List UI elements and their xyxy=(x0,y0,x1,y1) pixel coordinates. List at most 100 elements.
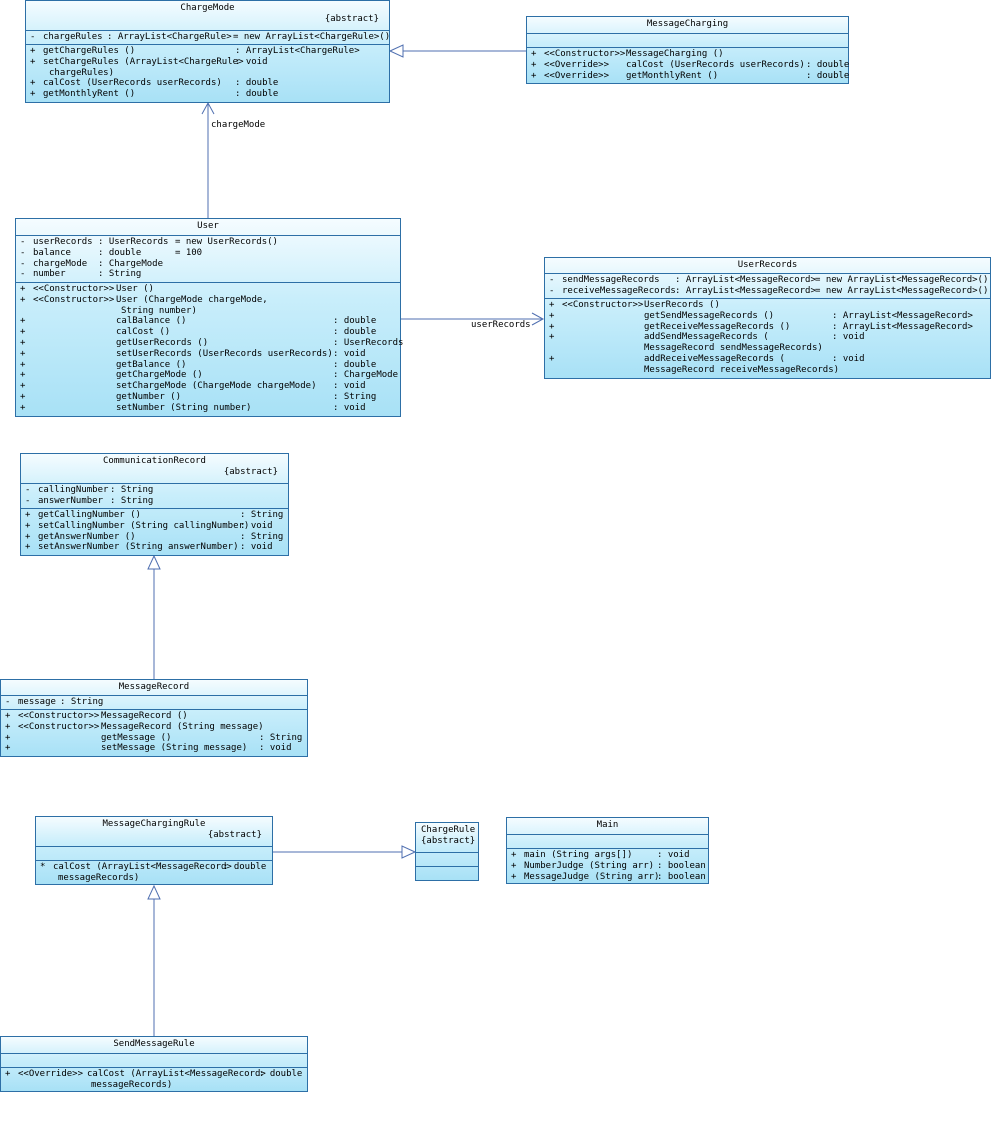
attributes-compartment xyxy=(507,834,708,848)
operation-row-continuation: MessageRecord receiveMessageRecords) xyxy=(644,364,840,375)
attributes-compartment xyxy=(1,1053,307,1067)
operation-row-continuation: MessageRecord sendMessageRecords) xyxy=(644,343,823,354)
class-communicationrecord[interactable]: CommunicationRecord {abstract} - calling… xyxy=(20,453,289,556)
class-chargerule[interactable]: ChargeRule {abstract} xyxy=(415,822,479,881)
class-name: MessageChargingRule xyxy=(102,819,206,829)
attribute-row: - chargeRules : ArrayList<ChargeRule> = … xyxy=(30,32,391,42)
class-messagechargingrule[interactable]: MessageChargingRule {abstract} * calCost… xyxy=(35,816,273,885)
operation-row: + getMonthlyRent () : double xyxy=(30,89,279,100)
operation-row: + getChargeRules () : ArrayList<ChargeRu… xyxy=(30,46,360,56)
operation-row: + <<Override>> calCost (ArrayList<Messag… xyxy=(5,1069,303,1079)
operation-row: + <<Constructor>> MessageRecord (String … xyxy=(5,721,264,732)
class-chargemode[interactable]: ChargeMode {abstract} - chargeRules : Ar… xyxy=(25,0,390,103)
attribute-row: - balance : double = 100 xyxy=(20,247,203,258)
operation-row: + getCallingNumber () : String xyxy=(25,510,284,520)
operation-row: + addReceiveMessageRecords ( : void xyxy=(549,353,865,364)
operation-row-continuation: messageRecords) xyxy=(91,1079,173,1090)
class-messagerecord[interactable]: MessageRecord - message : String + <<Con… xyxy=(0,679,308,757)
class-name: MessageRecord xyxy=(118,682,190,692)
association-arrowhead xyxy=(201,101,215,115)
operation-row: + setCallingNumber (String callingNumber… xyxy=(25,520,273,531)
class-name: ChargeRule xyxy=(421,825,476,835)
operation-row: + addSendMessageRecords ( : void xyxy=(549,332,865,343)
operations-compartment: + getChargeRules () : ArrayList<ChargeRu… xyxy=(26,44,389,101)
operation-row: + setUserRecords (UserRecords userRecord… xyxy=(20,348,366,359)
attribute-row: - receiveMessageRecords : ArrayList<Mess… xyxy=(549,285,989,296)
class-main[interactable]: Main + main (String args[]) : void + Num… xyxy=(506,817,709,884)
attributes-compartment: - userRecords : UserRecords = new UserRe… xyxy=(16,235,400,282)
operation-row: + MessageJudge (String arr) : boolean xyxy=(511,871,706,882)
role-label-chargemode: chargeMode xyxy=(211,120,266,130)
attribute-row: - callingNumber : String xyxy=(25,485,154,495)
operation-row: + <<Constructor>> MessageRecord () xyxy=(5,711,188,721)
operation-row: + setNumber (String number) : void xyxy=(20,402,366,413)
class-sendmessagerule[interactable]: SendMessageRule + <<Override>> calCost (… xyxy=(0,1036,308,1092)
attribute-row: - userRecords : UserRecords = new UserRe… xyxy=(20,237,278,247)
operation-row: + <<Constructor>> User () xyxy=(20,284,154,294)
operations-compartment: + main (String args[]) : void + NumberJu… xyxy=(507,848,708,883)
operation-row: + setChargeMode (ChargeMode chargeMode) … xyxy=(20,381,366,392)
operation-row: + <<Override>> calCost (UserRecords user… xyxy=(531,59,850,70)
class-name: User xyxy=(197,221,219,231)
class-name: SendMessageRule xyxy=(113,1039,195,1049)
generalization-arrowhead xyxy=(147,884,161,900)
operation-row-continuation: messageRecords) xyxy=(58,872,140,883)
operations-compartment: + <<Constructor>> MessageRecord () + <<C… xyxy=(1,709,307,755)
operation-row: + getUserRecords () : UserRecords xyxy=(20,337,404,348)
operation-row: + setMessage (String message) : void xyxy=(5,743,292,754)
class-stereotype: {abstract} xyxy=(207,829,262,840)
generalization-arrowhead xyxy=(147,554,161,570)
attributes-compartment: - callingNumber : String - answerNumber … xyxy=(21,483,288,508)
operation-row: + getAnswerNumber () : String xyxy=(25,531,284,542)
operation-row-continuation: chargeRules) xyxy=(49,67,115,78)
class-name: CommunicationRecord xyxy=(103,456,206,466)
class-stereotype: {abstract} xyxy=(223,466,278,477)
association-arrowhead xyxy=(531,312,545,326)
operations-compartment: + <<Override>> calCost (ArrayList<Messag… xyxy=(1,1067,307,1092)
attribute-row: - answerNumber : String xyxy=(25,495,154,506)
operation-row: + <<Constructor>> User (ChargeMode charg… xyxy=(20,294,268,305)
operation-row: + <<Override>> getMonthlyRent () : doubl… xyxy=(531,70,850,81)
operation-row: * calCost (ArrayList<MessageRecord> : do… xyxy=(40,862,267,872)
operation-row: + calCost (UserRecords userRecords) : do… xyxy=(30,78,279,89)
operation-row: + getNumber () : String xyxy=(20,391,377,402)
attribute-row: - chargeMode : ChargeMode xyxy=(20,258,164,269)
class-stereotype: {abstract} xyxy=(421,835,476,846)
generalization-arrowhead xyxy=(401,845,417,859)
class-user[interactable]: User - userRecords : UserRecords = new U… xyxy=(15,218,404,417)
operation-row: + getSendMessageRecords () : ArrayList<M… xyxy=(549,310,973,321)
operation-row: + NumberJudge (String arr) : boolean xyxy=(511,860,706,871)
operations-compartment xyxy=(416,866,478,880)
operations-compartment: + getCallingNumber () : String + setCall… xyxy=(21,508,288,554)
attribute-row: - number : String xyxy=(20,269,142,280)
generalization-arrowhead xyxy=(388,44,404,58)
operation-row: + main (String args[]) : void xyxy=(511,850,690,860)
operation-row: + calCost () : double xyxy=(20,327,377,338)
class-messagecharging[interactable]: MessageCharging + <<Constructor>> Messag… xyxy=(526,16,849,84)
operations-compartment: * calCost (ArrayList<MessageRecord> : do… xyxy=(36,860,272,885)
class-userrecords[interactable]: UserRecords - sendMessageRecords : Array… xyxy=(544,257,991,379)
attributes-compartment xyxy=(416,852,478,866)
operation-row: + getBalance () : double xyxy=(20,359,377,370)
operations-compartment: + <<Constructor>> User () + <<Constructo… xyxy=(16,282,404,415)
attribute-row: - sendMessageRecords : ArrayList<Message… xyxy=(549,275,989,285)
attributes-compartment xyxy=(527,33,848,47)
operation-row: + setAnswerNumber (String answerNumber) … xyxy=(25,542,273,553)
class-name: ChargeMode xyxy=(180,3,235,13)
operations-compartment: + <<Constructor>> UserRecords () + getSe… xyxy=(545,298,990,377)
operation-row: + getMessage () : String xyxy=(5,732,303,743)
class-name: Main xyxy=(596,820,619,830)
attributes-compartment: - sendMessageRecords : ArrayList<Message… xyxy=(545,273,990,298)
operation-row-continuation: String number) xyxy=(121,305,197,316)
role-label-userrecords: userRecords xyxy=(471,320,531,330)
attribute-row: - message : String xyxy=(5,697,104,707)
operation-row: + getChargeMode () : ChargeMode xyxy=(20,370,399,381)
operation-row: + <<Constructor>> UserRecords () xyxy=(549,300,720,310)
class-name: UserRecords xyxy=(737,260,798,270)
class-stereotype: {abstract} xyxy=(324,13,379,24)
operation-row: + <<Constructor>> MessageCharging () xyxy=(531,49,724,59)
attributes-compartment: - chargeRules : ArrayList<ChargeRule> = … xyxy=(26,30,391,44)
operations-compartment: + <<Constructor>> MessageCharging () + <… xyxy=(527,47,850,82)
operation-row: + calBalance () : double xyxy=(20,316,377,327)
class-name: MessageCharging xyxy=(646,19,729,29)
